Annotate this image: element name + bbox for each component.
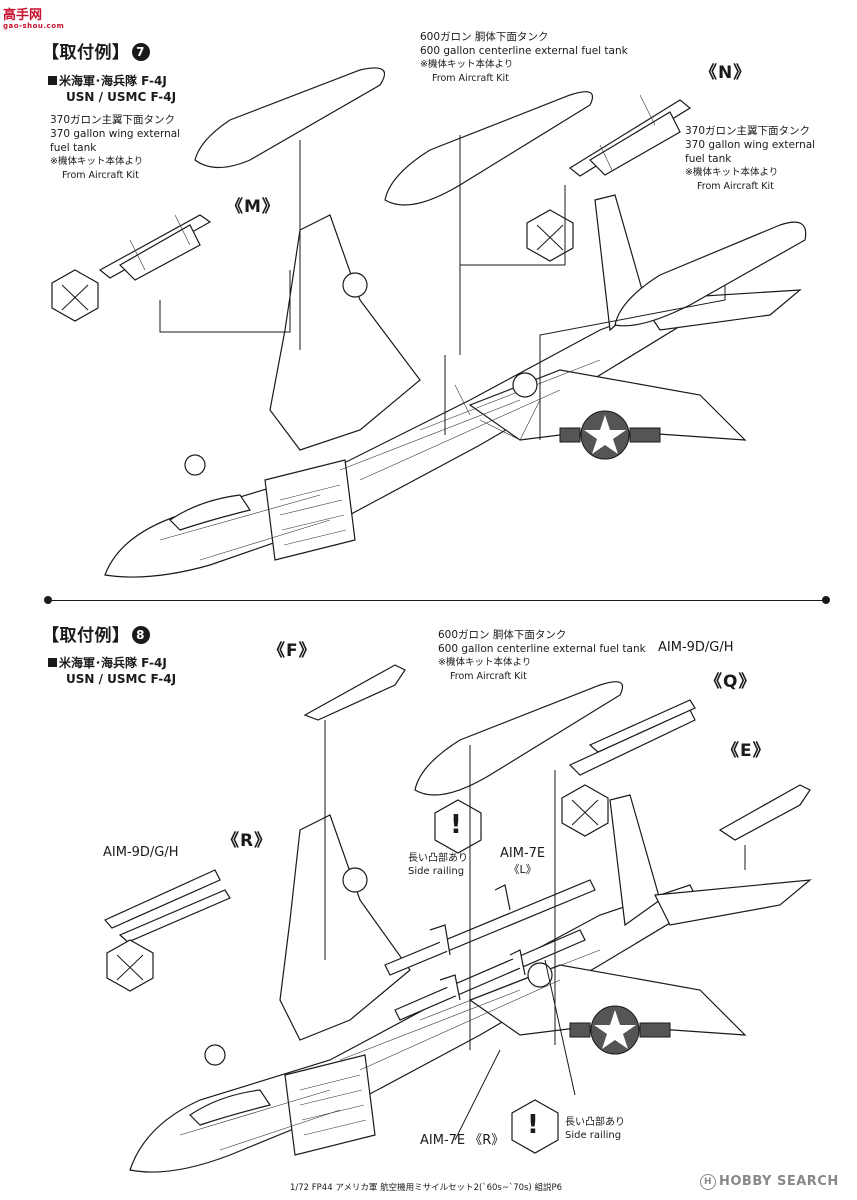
section8-number: 8 xyxy=(131,626,150,644)
no-mount-icon-left xyxy=(51,269,99,322)
hobby-logo-icon: H xyxy=(700,1174,716,1190)
section8-title: 【取付例】8 xyxy=(42,621,150,646)
footer-text: 1/72 FP44 アメリカ軍 航空機用ミサイルセット2(`60s~`70s) … xyxy=(290,1183,562,1193)
aim7-l-text: AIM-7E xyxy=(500,846,546,861)
bullet-square xyxy=(48,76,57,85)
watermark-logo: 高手网 xyxy=(3,8,43,23)
pylon-f xyxy=(303,664,406,721)
section-divider xyxy=(48,600,826,601)
aim9-left-label: AIM-9D/G/H xyxy=(103,845,179,860)
launcher-r xyxy=(104,869,221,929)
s8-center-tank-note-en: From Aircraft Kit xyxy=(450,671,527,682)
missile-m xyxy=(98,214,212,281)
section8-aircraft: 米海軍･海兵隊 F-4J USN / USMC F-4J xyxy=(48,655,176,687)
part-f-label: 《F》 xyxy=(268,641,317,661)
part-q-label: 《Q》 xyxy=(705,672,757,692)
sparrow-l xyxy=(384,879,596,976)
launcher-r-2 xyxy=(118,889,231,943)
s8-center-tank-jp: 600ガロン 胴体下面タンク xyxy=(438,629,567,641)
rail-bottom-jp: 長い凸部あり xyxy=(565,1117,625,1128)
s8-center-tank-en: 600 gallon centerline external fuel tank xyxy=(438,643,646,655)
rail-top-label: 長い凸部あり Side railing xyxy=(408,852,468,878)
left-tank-en2: fuel tank xyxy=(50,142,97,154)
center-tank-note-en: From Aircraft Kit xyxy=(432,73,509,84)
rail-bottom-label: 長い凸部あり Side railing xyxy=(565,1116,625,1142)
left-tank-en1: 370 gallon wing external xyxy=(50,128,181,140)
warning-glyph-bottom: ! xyxy=(527,1110,539,1140)
launcher-q-2 xyxy=(588,699,696,753)
section8-center-tank-label: 600ガロン 胴体下面タンク 600 gallon centerline ext… xyxy=(438,628,646,684)
part-r-label: 《R》 xyxy=(222,831,273,851)
launcher-q xyxy=(568,709,696,776)
missile-n xyxy=(568,94,692,177)
aim7-l-label: AIM-7E 《L》 xyxy=(500,846,545,877)
sparrow-r xyxy=(394,929,586,1021)
section7-number: 7 xyxy=(131,43,150,61)
right-tank-en2: fuel tank xyxy=(685,153,732,165)
center-tank-en: 600 gallon centerline external fuel tank xyxy=(420,45,628,57)
left-tank-note-en: From Aircraft Kit xyxy=(62,170,139,181)
left-tank-jp: 370ガロン主翼下面タンク xyxy=(50,114,176,126)
rail-top-jp: 長い凸部あり xyxy=(408,853,468,864)
section7-left-tank-label: 370ガロン主翼下面タンク 370 gallon wing external f… xyxy=(50,113,180,183)
section8-title-text: 【取付例】 xyxy=(42,626,130,646)
divider-dot-left xyxy=(44,596,52,604)
part-e-label: 《E》 xyxy=(722,741,771,761)
rail-bottom-en: Side railing xyxy=(565,1130,622,1141)
rail-top-en: Side railing xyxy=(408,866,465,877)
part-n-label: 《N》 xyxy=(700,63,752,83)
tanks-top xyxy=(194,67,807,327)
aircraft-top xyxy=(104,194,802,578)
section7-title: 【取付例】7 xyxy=(42,38,150,63)
aim7-l-sub: 《L》 xyxy=(508,863,537,876)
no-mount-icon-bottom-right xyxy=(561,784,609,837)
center-tank-jp: 600ガロン 胴体下面タンク xyxy=(420,31,549,43)
right-tank-note-en: From Aircraft Kit xyxy=(697,181,774,192)
warning-icon-bottom xyxy=(511,1099,559,1154)
watermark: 高手网 gao-shou.com xyxy=(3,4,64,30)
section7-right-tank-label: 370ガロン主翼下面タンク 370 gallon wing external f… xyxy=(685,124,815,194)
footer-brand-text: HOBBY SEARCH xyxy=(719,1174,839,1189)
aircraft-bottom xyxy=(129,794,812,1173)
watermark-url: gao-shou.com xyxy=(3,22,65,30)
section7-aircraft-jp: 米海軍･海兵隊 F-4J xyxy=(59,74,167,88)
tank-bottom xyxy=(414,681,624,796)
part-m-label: 《M》 xyxy=(226,197,280,217)
divider-dot-right xyxy=(822,596,830,604)
section8-aircraft-en: USN / USMC F-4J xyxy=(66,672,177,686)
aim9-right-label: AIM-9D/G/H xyxy=(658,640,734,655)
section7-aircraft: 米海軍･海兵隊 F-4J USN / USMC F-4J xyxy=(48,73,176,105)
aim7-r-label: AIM-7E 《R》 xyxy=(420,1133,505,1148)
bullet-square xyxy=(48,658,57,667)
section7-title-text: 【取付例】 xyxy=(42,43,130,63)
s8-center-tank-note-jp: ※機体キット本体より xyxy=(438,657,532,668)
no-mount-icon-bottom-left xyxy=(106,939,154,992)
warning-glyph-top: ! xyxy=(450,810,462,840)
no-mount-icon-right xyxy=(526,209,574,262)
right-tank-note-jp: ※機体キット本体より xyxy=(685,167,779,178)
center-tank-note-jp: ※機体キット本体より xyxy=(420,59,514,70)
section8-aircraft-jp: 米海軍･海兵隊 F-4J xyxy=(59,656,167,670)
right-tank-jp: 370ガロン主翼下面タンク xyxy=(685,125,811,137)
left-tank-note-jp: ※機体キット本体より xyxy=(50,156,144,167)
right-tank-en1: 370 gallon wing external xyxy=(685,139,816,151)
pylon-e xyxy=(718,784,811,841)
section7-aircraft-en: USN / USMC F-4J xyxy=(66,90,177,104)
section7-center-tank-label: 600ガロン 胴体下面タンク 600 gallon centerline ext… xyxy=(420,30,628,86)
